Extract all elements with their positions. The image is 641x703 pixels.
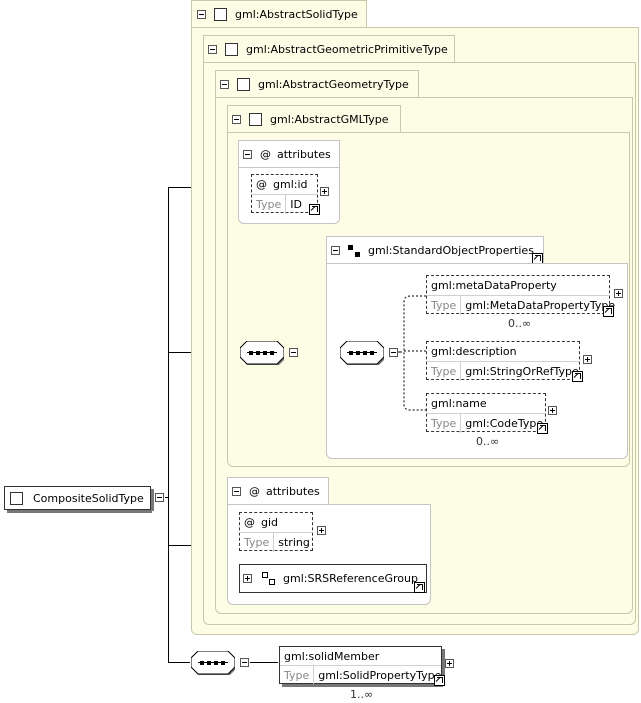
attribute-icon: @ (260, 148, 271, 161)
srs-reference-group-label: gml:SRSReferenceGroup (283, 572, 418, 585)
expand-toggle-icon[interactable] (243, 574, 252, 583)
abstract-geometric-primitive-type-tab[interactable]: gml:AbstractGeometricPrimitiveType (203, 35, 455, 63)
sequence-compositor-icon[interactable] (340, 341, 384, 365)
complex-type-icon (237, 78, 250, 91)
composite-solid-type[interactable]: CompositeSolidType (4, 486, 154, 513)
gml-id-name: gml:id (273, 178, 308, 191)
expand-toggle-icon[interactable] (445, 659, 454, 668)
description-element[interactable]: gml:description Type gml:StringOrRefType (426, 341, 580, 381)
sequence-compositor-icon[interactable] (191, 651, 235, 675)
meta-data-property-type: gml:MetaDataPropertyType (465, 299, 616, 312)
type-link-icon[interactable] (537, 423, 548, 434)
abstract-gml-type-label: gml:AbstractGMLType (270, 113, 389, 126)
attribute-icon: @ (256, 178, 267, 191)
expand-toggle-icon[interactable] (317, 526, 326, 535)
solid-member-occurrence: 1..∞ (350, 688, 374, 701)
sequence-branch-lines (396, 295, 426, 411)
gid-name: gid (261, 516, 279, 529)
type-label: Type (280, 666, 315, 685)
connector (250, 662, 278, 663)
attribute-icon: @ (244, 516, 255, 529)
description-name: gml:description (431, 345, 517, 358)
group-icon (348, 244, 360, 257)
expand-toggle-icon[interactable] (320, 187, 329, 196)
complex-type-icon (225, 43, 238, 56)
gml-id-attribute[interactable]: @ gml:id Type ID (251, 174, 318, 214)
collapse-toggle-icon[interactable] (220, 80, 229, 89)
group-link-icon[interactable] (414, 582, 425, 593)
abstract-geometry-type-label: gml:AbstractGeometryType (258, 78, 409, 91)
type-label: Type (427, 296, 462, 315)
type-label: Type (427, 362, 462, 381)
solid-member-type: gml:SolidPropertyType (318, 669, 442, 682)
srs-reference-group[interactable]: gml:SRSReferenceGroup (239, 564, 427, 593)
type-link-icon[interactable] (309, 204, 320, 215)
abstract-solid-type-tab[interactable]: gml:AbstractSolidType (191, 0, 367, 28)
abstract-solid-type-label: gml:AbstractSolidType (235, 8, 358, 21)
expand-toggle-icon[interactable] (583, 355, 592, 364)
description-type: gml:StringOrRefType (465, 365, 579, 378)
abstract-geometric-primitive-type-label: gml:AbstractGeometricPrimitiveType (246, 43, 448, 56)
collapse-toggle-icon[interactable] (155, 493, 164, 502)
complex-type-icon (214, 8, 227, 21)
connector (165, 497, 169, 498)
meta-data-property-occurrence: 0..∞ (508, 317, 532, 330)
name-element-occurrence: 0..∞ (476, 435, 500, 448)
attribute-group-icon (262, 572, 275, 585)
type-label: Type (427, 414, 462, 433)
standard-object-properties-tab[interactable]: gml:StandardObjectProperties (326, 236, 544, 264)
collapse-toggle-icon[interactable] (389, 348, 398, 357)
attributes-group-tab[interactable]: @ attributes (227, 477, 329, 505)
attributes-label: attributes (277, 148, 331, 161)
complex-type-icon (10, 491, 23, 505)
solid-member-name: gml:solidMember (284, 649, 380, 663)
collapse-toggle-icon[interactable] (232, 487, 241, 496)
collapse-toggle-icon[interactable] (289, 348, 298, 357)
expand-toggle-icon[interactable] (614, 289, 623, 298)
gid-attribute[interactable]: @ gid Type string (239, 512, 313, 552)
collapse-toggle-icon[interactable] (331, 246, 340, 255)
standard-object-properties-label: gml:StandardObjectProperties (368, 244, 534, 257)
abstract-gml-type-tab[interactable]: gml:AbstractGMLType (227, 105, 401, 133)
attribute-icon: @ (249, 485, 260, 498)
collapse-toggle-icon[interactable] (240, 658, 249, 667)
composite-solid-type-label: CompositeSolidType (33, 491, 144, 505)
name-element-name: gml:name (431, 397, 487, 410)
name-element[interactable]: gml:name Type gml:CodeType (426, 393, 546, 433)
type-label: Type (240, 533, 275, 552)
gml-id-type: ID (290, 198, 302, 211)
meta-data-property-element[interactable]: gml:metaDataProperty Type gml:MetaDataPr… (426, 275, 615, 315)
type-link-icon[interactable] (572, 371, 583, 382)
collapse-toggle-icon[interactable] (197, 10, 206, 19)
expand-toggle-icon[interactable] (548, 406, 557, 415)
gid-type: string (278, 536, 310, 549)
type-link-icon[interactable] (434, 675, 445, 686)
complex-type-icon (249, 113, 262, 126)
sequence-compositor-icon[interactable] (240, 341, 284, 365)
solid-member-element[interactable]: gml:solidMember Type gml:SolidPropertyTy… (279, 646, 445, 687)
attributes-group-tab[interactable]: @ attributes (238, 140, 340, 168)
type-link-icon[interactable] (603, 306, 614, 317)
abstract-geometry-type-tab[interactable]: gml:AbstractGeometryType (215, 70, 419, 98)
collapse-toggle-icon[interactable] (232, 115, 241, 124)
meta-data-property-name: gml:metaDataProperty (431, 279, 557, 292)
type-label: Type (252, 195, 287, 214)
collapse-toggle-icon[interactable] (243, 150, 252, 159)
collapse-toggle-icon[interactable] (208, 45, 217, 54)
attributes-label: attributes (266, 485, 320, 498)
connector (168, 662, 190, 663)
connector (168, 187, 169, 663)
name-element-type: gml:CodeType (465, 417, 544, 430)
